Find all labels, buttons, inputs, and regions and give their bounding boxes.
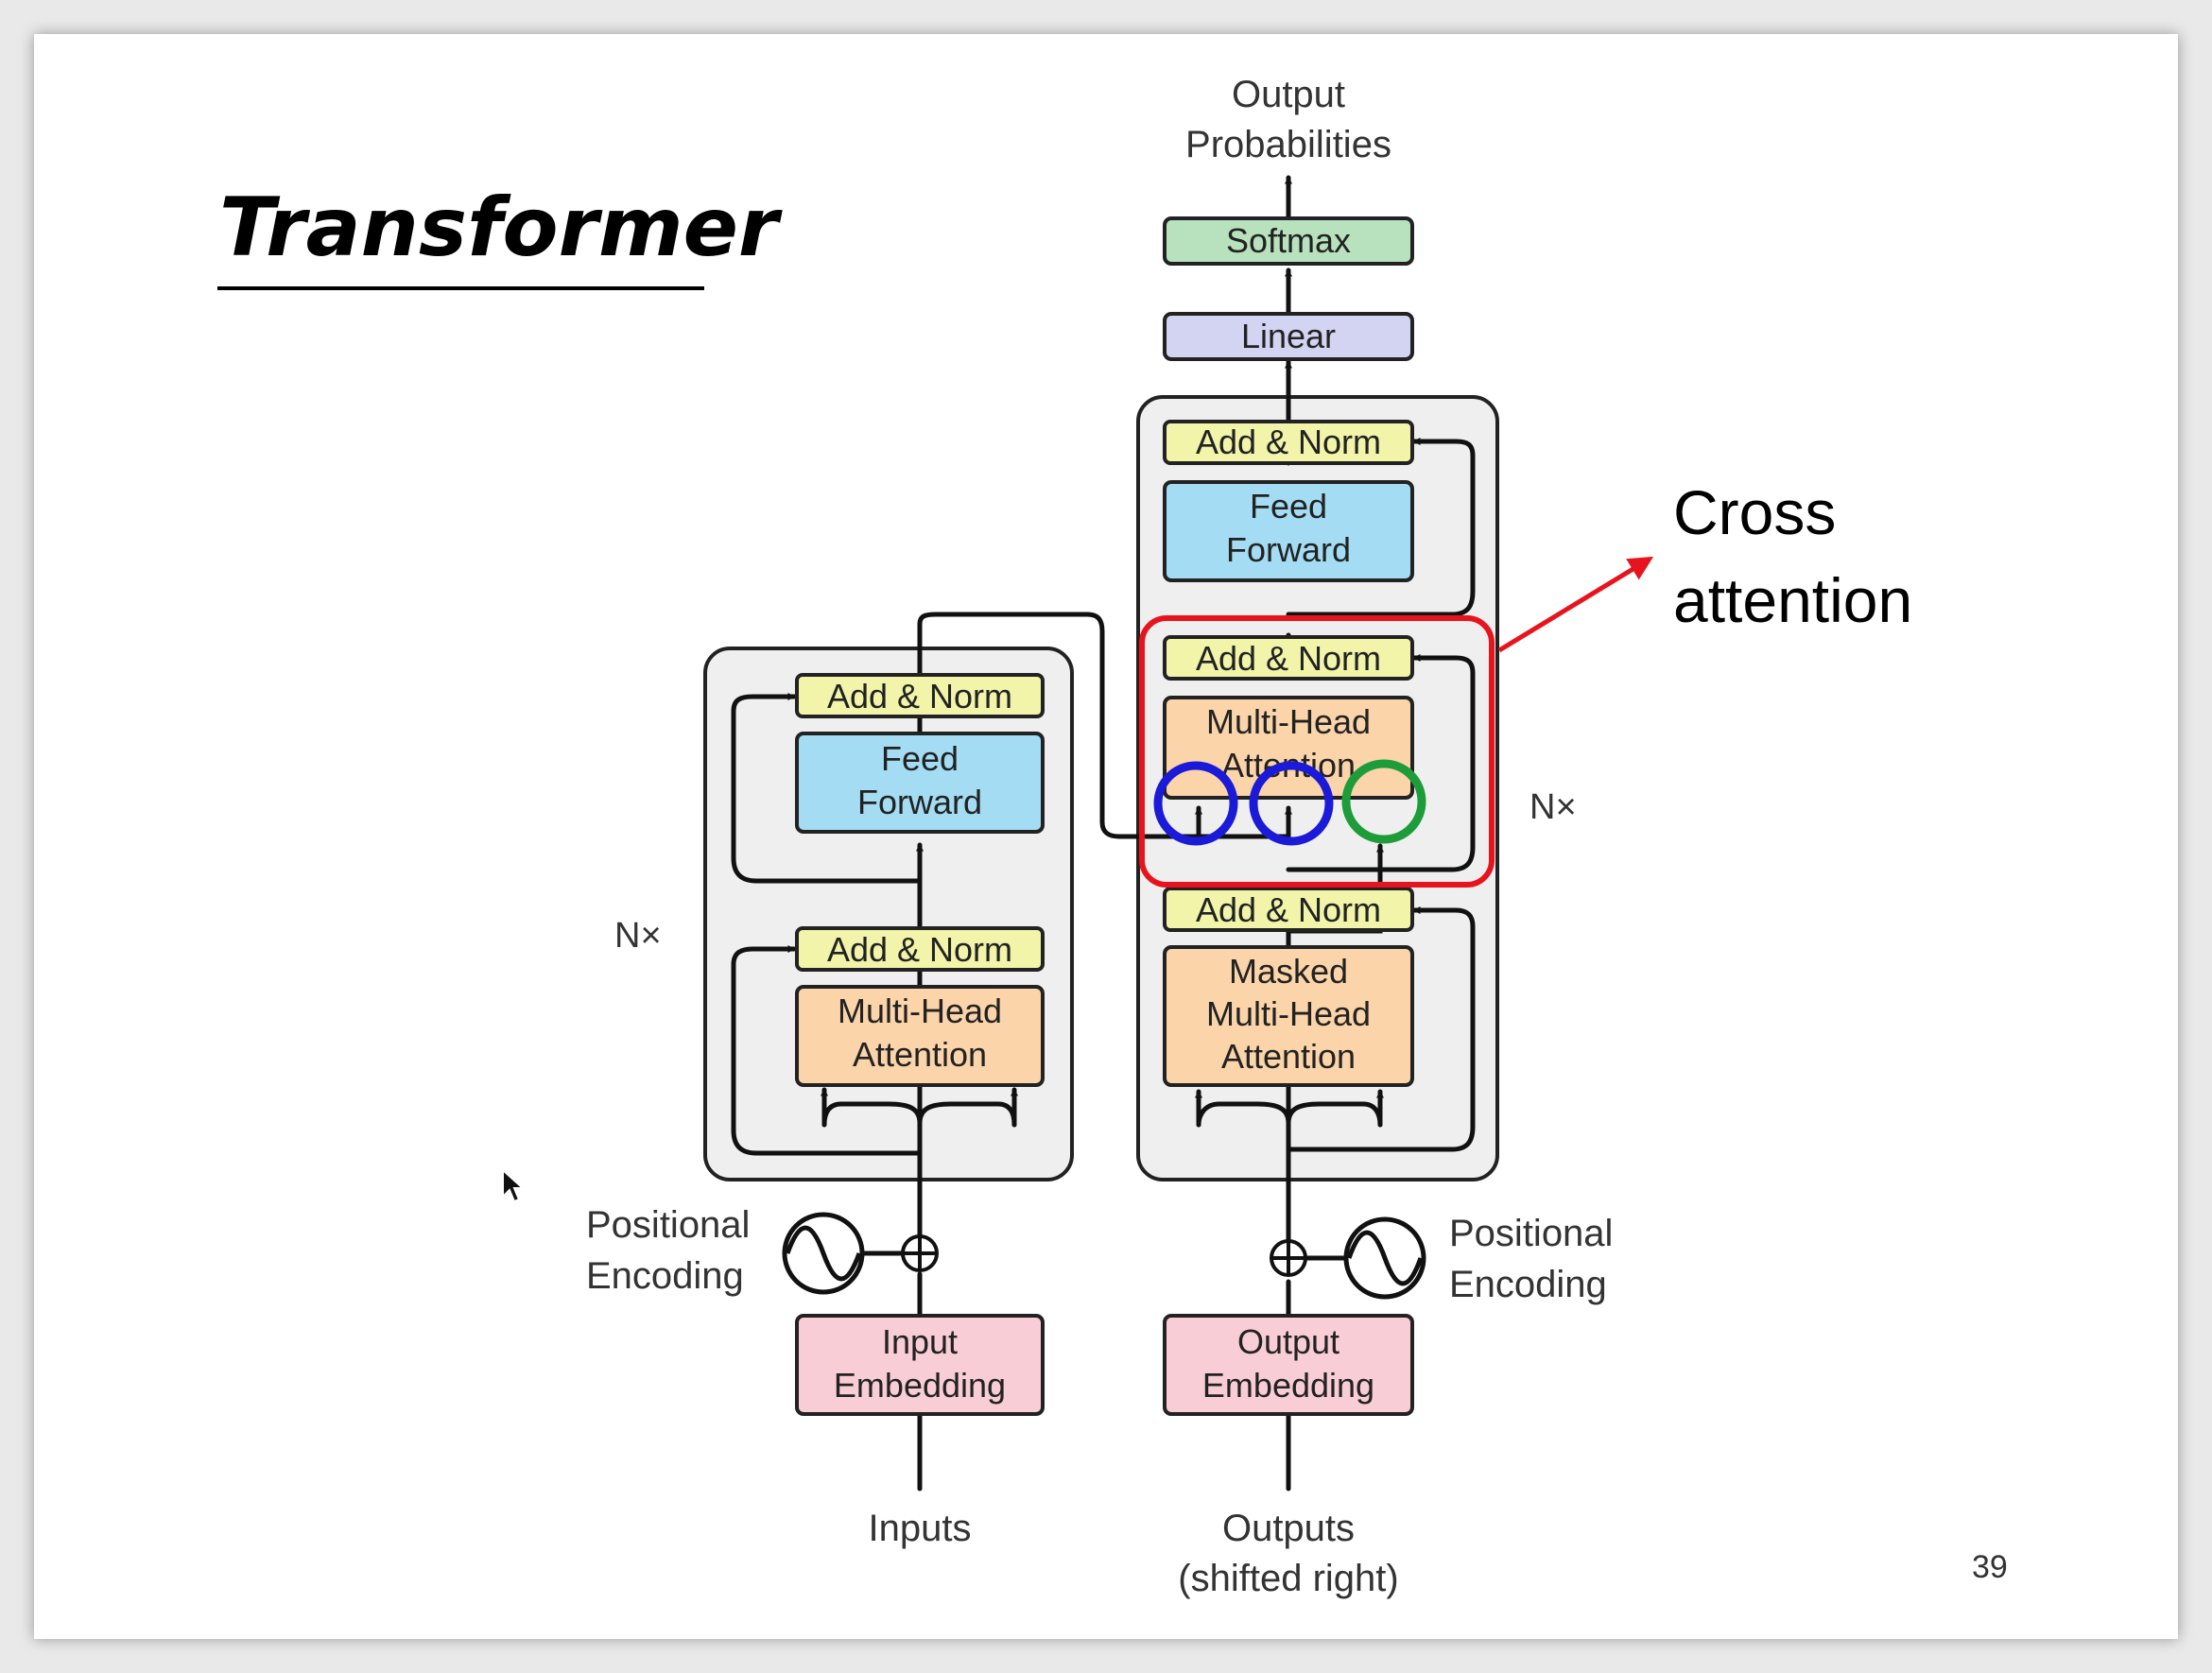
decoder-feed-forward-label-1: Feed [1250, 487, 1327, 526]
encoder-add-norm-bottom [795, 926, 1045, 972]
query-key-circle-2 [1249, 761, 1334, 846]
linear-box [1163, 312, 1414, 361]
decoder-add-norm-top-label: Add & Norm [1196, 423, 1381, 461]
input-embedding-label-1: Input [882, 1322, 958, 1361]
output-embedding-label-2: Embedding [1202, 1366, 1374, 1405]
input-embedding-box [795, 1314, 1045, 1416]
softmax-box [1163, 216, 1414, 266]
outputs-label-1: Outputs [1222, 1508, 1355, 1549]
decoder-masked-attention-label-2: Multi-Head [1206, 994, 1371, 1033]
encoder-positional-label-1: Positional [586, 1204, 750, 1246]
decoder-nx-label: N× [1529, 787, 1577, 827]
inputs-label: Inputs [869, 1508, 972, 1549]
cross-attention-highlight [1139, 615, 1495, 888]
encoder-attention [795, 985, 1045, 1087]
encoder-positional-label-2: Encoding [586, 1255, 744, 1297]
slide-title: Transformer [219, 181, 779, 275]
decoder-add-norm-bottom-label: Add & Norm [1196, 890, 1381, 929]
cross-attention-label-2: attention [1673, 565, 1912, 635]
decoder-masked-attention-label-3: Attention [1221, 1037, 1356, 1076]
encoder-sine-wave-path [785, 1225, 862, 1282]
output-embedding-label-1: Output [1237, 1322, 1339, 1361]
decoder-masked-attention-label-1: Masked [1229, 952, 1348, 991]
encoder-add-norm-top-label: Add & Norm [827, 677, 1012, 716]
decoder-add-norm-middle-label: Add & Norm [1196, 639, 1381, 678]
value-circle [1341, 759, 1426, 844]
output-probabilities-label-1: Output [1232, 74, 1345, 115]
decoder-add-norm-middle [1163, 635, 1414, 681]
encoder-feed-forward-label-2: Forward [857, 783, 982, 821]
output-probabilities-label-2: Probabilities [1185, 124, 1391, 165]
decoder-positional-label-2: Encoding [1449, 1264, 1607, 1305]
encoder-feed-forward-label-1: Feed [881, 739, 959, 778]
encoder-attention-label-2: Attention [853, 1035, 987, 1074]
linear-label: Linear [1241, 317, 1336, 355]
encoder-block [703, 647, 1074, 1181]
cross-attention-label-1: Cross [1673, 477, 1836, 547]
decoder-masked-attention [1163, 945, 1414, 1087]
decoder-add-norm-bottom [1163, 887, 1414, 932]
decoder-sine-wave-path [1346, 1230, 1424, 1286]
softmax-label: Softmax [1226, 221, 1351, 260]
query-key-circle-1 [1153, 761, 1238, 846]
input-embedding-label-2: Embedding [834, 1366, 1006, 1405]
decoder-feed-forward [1163, 480, 1414, 582]
cross-attention-arrow [1497, 556, 1654, 653]
slide [34, 34, 2178, 1639]
decoder-feed-forward-label-2: Forward [1226, 530, 1351, 569]
output-embedding-box [1163, 1314, 1414, 1416]
decoder-positional-label-1: Positional [1449, 1213, 1613, 1254]
encoder-nx-label: N× [614, 916, 662, 956]
encoder-attention-label-1: Multi-Head [838, 992, 1002, 1030]
title-underline [217, 286, 704, 290]
decoder-cross-attention-label-1: Multi-Head [1206, 702, 1371, 741]
outputs-label-2: (shifted right) [1178, 1558, 1398, 1599]
page-number: 39 [1972, 1549, 2008, 1585]
decoder-cross-attention [1163, 696, 1414, 800]
encoder-feed-forward [795, 732, 1045, 834]
decoder-add-norm-top [1163, 420, 1414, 465]
encoder-add-norm-top [795, 673, 1045, 718]
mouse-cursor-icon [502, 1168, 526, 1203]
encoder-add-norm-bottom-label: Add & Norm [827, 930, 1012, 969]
